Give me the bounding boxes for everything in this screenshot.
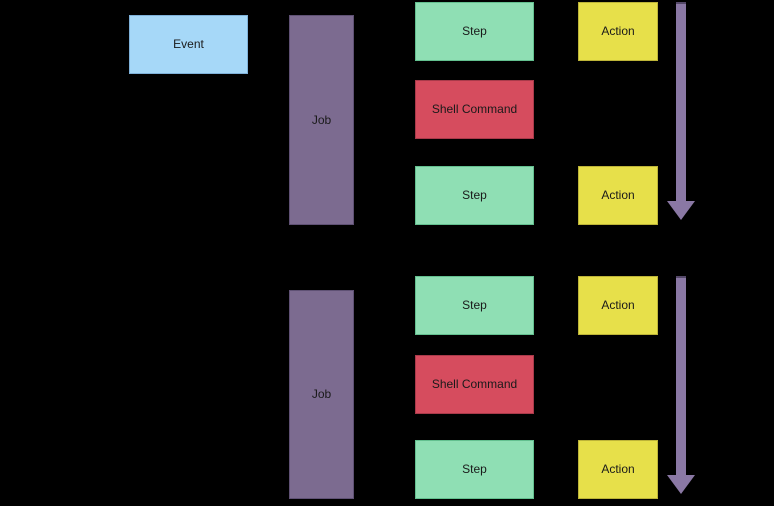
job-label: Job: [311, 112, 332, 127]
shell-command-node: Shell Command: [415, 355, 534, 414]
action-node: Action: [578, 2, 658, 61]
arrow-head: [666, 475, 695, 494]
action-label: Action: [601, 188, 635, 203]
step-node: Step: [415, 440, 534, 499]
action-node: Action: [578, 276, 658, 335]
step-node: Step: [415, 2, 534, 61]
action-label: Action: [601, 298, 635, 313]
shell-command-node: Shell Command: [415, 80, 534, 139]
arrow-head: [666, 201, 695, 220]
step-label: Step: [462, 298, 487, 313]
event-node: Event: [129, 15, 248, 74]
action-label: Action: [601, 462, 635, 477]
arrow-shaft: [675, 276, 686, 475]
arrow-shaft: [675, 2, 686, 201]
action-node: Action: [578, 440, 658, 499]
step-label: Step: [462, 24, 487, 39]
step-node: Step: [415, 166, 534, 225]
event-label: Event: [173, 37, 204, 52]
shell-command-label: Shell Command: [431, 102, 518, 117]
job-label: Job: [311, 387, 332, 402]
job-node-2: Job: [289, 290, 354, 499]
down-arrow-icon: [666, 2, 695, 220]
step-node: Step: [415, 276, 534, 335]
down-arrow-icon: [666, 276, 695, 494]
action-node: Action: [578, 166, 658, 225]
step-label: Step: [462, 188, 487, 203]
shell-command-label: Shell Command: [431, 377, 518, 392]
action-label: Action: [601, 24, 635, 39]
job-node-1: Job: [289, 15, 354, 225]
step-label: Step: [462, 462, 487, 477]
